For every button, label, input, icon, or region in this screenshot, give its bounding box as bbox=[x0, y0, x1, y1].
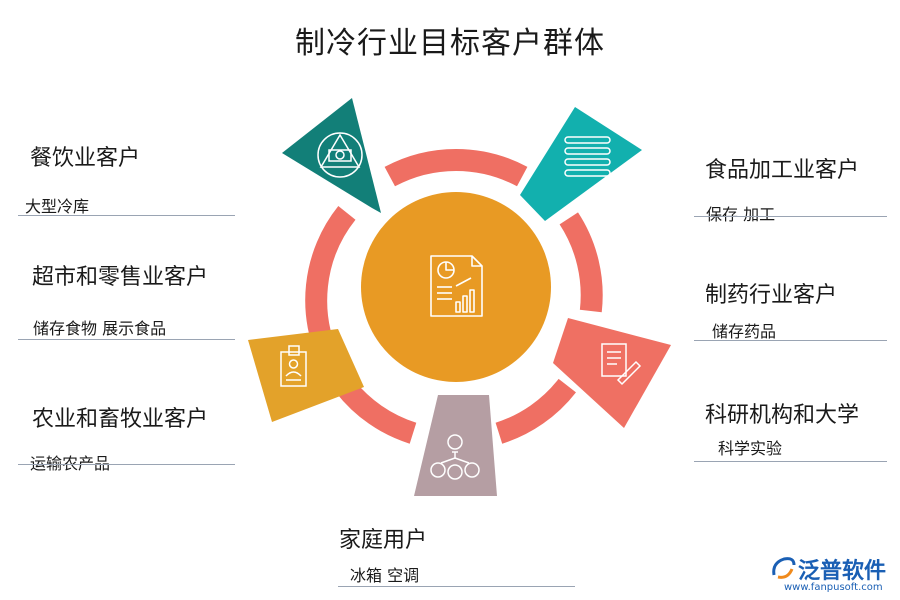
document-pen-icon bbox=[601, 343, 642, 386]
ring-arc-bottom-right bbox=[495, 378, 576, 444]
ring-arc-top bbox=[384, 148, 528, 187]
segment-desc: 储存食物 展示食品 bbox=[33, 319, 167, 338]
segment-name: 食品加工业客户 bbox=[705, 158, 860, 183]
segment-desc: 运输农产品 bbox=[30, 454, 111, 473]
brand-logo: 泛普软件 www.fanpusoft.com bbox=[770, 553, 895, 595]
divider bbox=[18, 464, 235, 465]
brand-mark-icon bbox=[772, 557, 796, 579]
segment-desc: 冰箱 空调 bbox=[350, 566, 420, 585]
page-title: 制冷行业目标客户群体 bbox=[295, 26, 605, 61]
brand-name: 泛普软件 bbox=[798, 559, 887, 584]
divider bbox=[694, 340, 887, 341]
segment-desc: 保存 加工 bbox=[706, 205, 776, 224]
segment-name: 制药行业客户 bbox=[705, 283, 838, 308]
brand-url: www.fanpusoft.com bbox=[784, 582, 883, 593]
ring-arc-bottom-left bbox=[335, 378, 417, 444]
divider bbox=[694, 216, 887, 217]
wedge-household bbox=[414, 395, 497, 496]
divider bbox=[338, 586, 575, 587]
segment-name: 科研机构和大学 bbox=[705, 403, 860, 428]
layers-list-icon bbox=[564, 136, 611, 177]
segment-desc: 储存药品 bbox=[712, 322, 777, 341]
divider bbox=[18, 339, 235, 340]
triangle-circle-emblem-icon bbox=[317, 132, 363, 178]
divider bbox=[18, 215, 235, 216]
segment-name: 餐饮业客户 bbox=[30, 146, 141, 171]
wedge-pharma bbox=[553, 318, 671, 428]
divider bbox=[694, 461, 887, 462]
wedge-catering bbox=[282, 98, 381, 213]
segment-name: 农业和畜牧业客户 bbox=[32, 407, 209, 432]
report-chart-icon bbox=[430, 255, 483, 317]
ring-arc-right bbox=[559, 212, 603, 313]
wedge-food-processing bbox=[520, 107, 642, 221]
center-circle bbox=[361, 192, 551, 382]
segment-desc: 大型冷库 bbox=[25, 197, 90, 216]
segment-name: 家庭用户 bbox=[339, 528, 428, 553]
id-badge-icon bbox=[280, 345, 307, 387]
idea-people-icon bbox=[430, 434, 480, 480]
segment-desc: 科学实验 bbox=[718, 439, 783, 458]
segment-name: 超市和零售业客户 bbox=[32, 265, 209, 290]
